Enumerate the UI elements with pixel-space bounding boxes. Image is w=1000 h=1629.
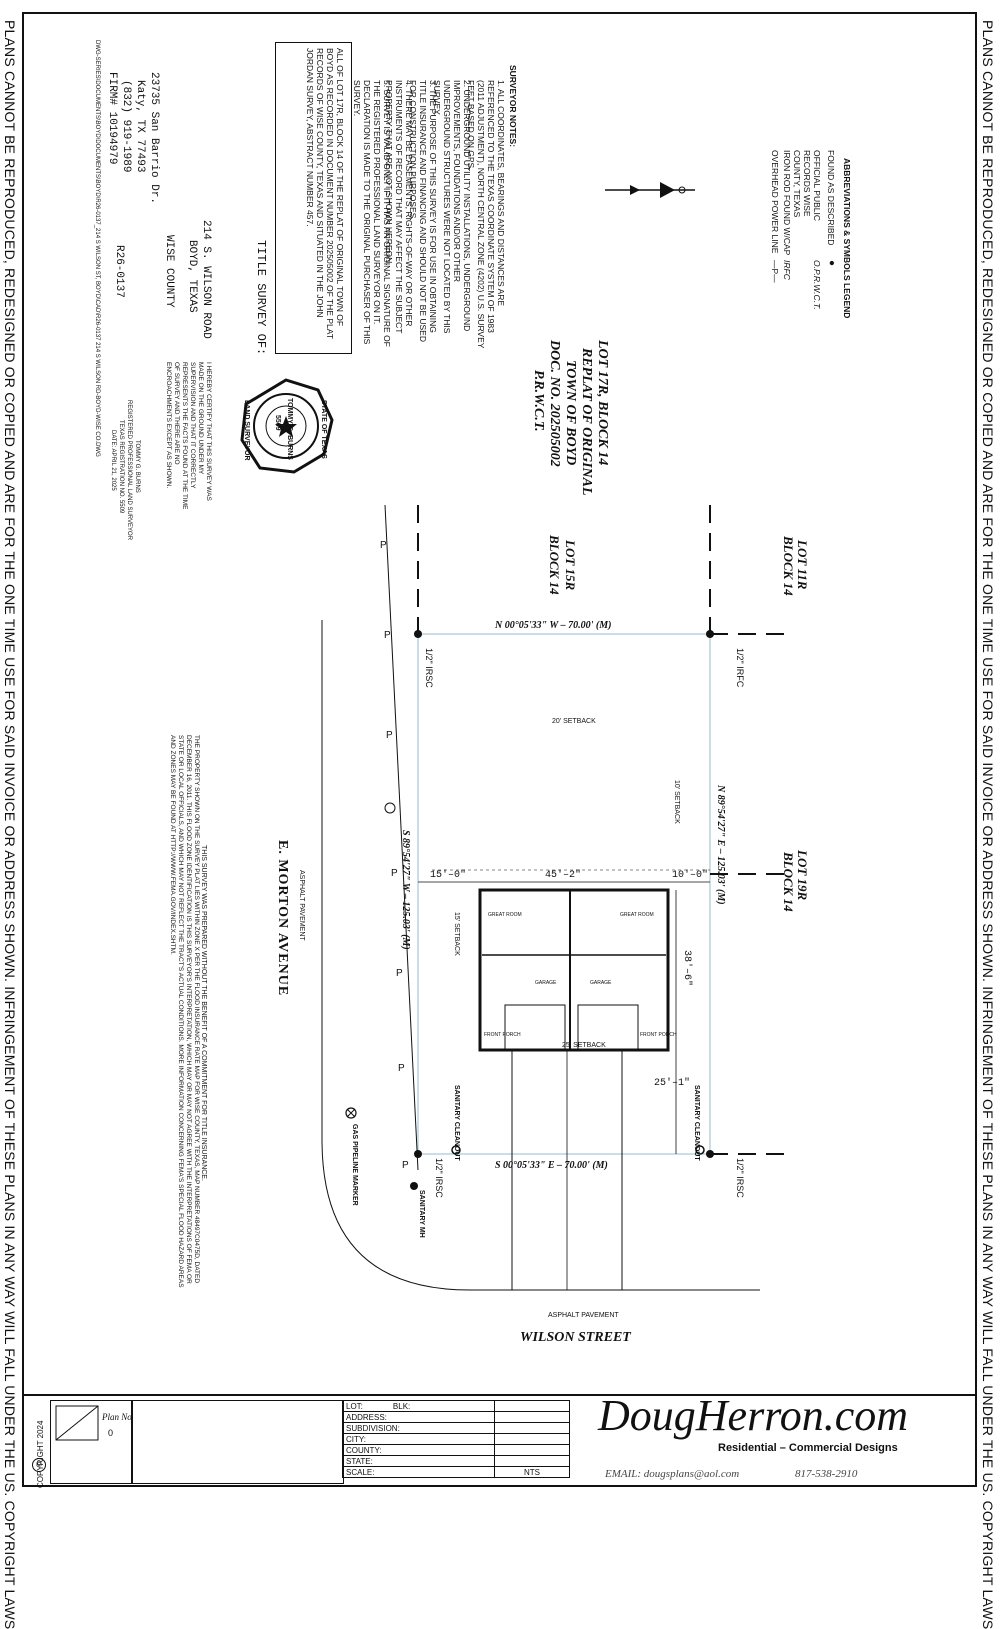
triangle-icon <box>55 1405 99 1441</box>
commitment-note: THIS SURVEY WAS PREPARED WITHOUT THE BEN… <box>200 845 207 1181</box>
dimension-38ft: 38'–6" <box>681 950 692 987</box>
room-great-room: GREAT ROOM <box>488 912 522 918</box>
setback-20: 20' SETBACK <box>552 718 596 725</box>
dimension-45ft: 45'–2" <box>545 870 582 881</box>
room-great-room: GREAT ROOM <box>620 912 654 918</box>
field-lot: LOT: <box>346 1401 363 1411</box>
field-state: STATE: <box>342 1455 495 1467</box>
corner-label-tl: 1/2" IRSC <box>424 648 434 688</box>
copyright-label: COPYRIGHT 2024 <box>36 1420 45 1488</box>
street-wilson-street: WILSON STREET <box>520 1330 631 1345</box>
north-arrow-icon <box>605 182 695 198</box>
copyright-icon: © <box>32 1458 46 1472</box>
notes-box <box>132 1400 344 1484</box>
contact-phone: 817-538-2910 <box>795 1468 858 1480</box>
flood-zone-note: THE PROPERTY SHOWN ON THE SURVEY PLAT LI… <box>169 735 200 1288</box>
brand-tagline: Residential – Commercial Designs <box>718 1442 898 1454</box>
lot-15r: LOT 15R <box>563 540 578 591</box>
sanitary-cleanout-right: SANITARY CLEANOUT <box>693 1085 700 1161</box>
setback-25: 25' SETBACK <box>562 1042 606 1049</box>
power-line-label: P <box>396 968 403 979</box>
corner-label-bl: 1/2" IRSC <box>434 1158 444 1198</box>
room-front-porch: FRONT PORCH <box>640 1032 677 1038</box>
dimension-25ft: 25'–1" <box>654 1078 691 1089</box>
bearing-left: S 89°54'27" W – 125.03' (M) <box>400 830 411 950</box>
setback-10: 10' SETBACK <box>673 780 680 824</box>
plan-no-value: 0 <box>108 1428 114 1438</box>
surveyor-seal-icon <box>240 378 334 474</box>
drawing-sheet <box>22 12 977 1487</box>
bearing-right: N 89°54'27" E – 125.03' (M) <box>715 785 726 905</box>
lot-11r: LOT 11R <box>795 540 810 590</box>
sanitary-manhole: SANITARY MH <box>418 1190 425 1238</box>
sanitary-cleanout-left: SANITARY CLEANOUT <box>453 1085 460 1161</box>
property-boundary <box>417 633 711 1155</box>
power-line-label: P <box>380 540 387 551</box>
room-garage: GARAGE <box>535 980 557 986</box>
bearing-top: N 00°05'33" W – 70.00' (M) <box>495 620 612 631</box>
setback-15: 15' SETBACK <box>453 912 460 956</box>
lot-19r: LOT 19R <box>795 850 810 901</box>
street-e-morton-avenue: E. MORTON AVENUE <box>275 840 290 997</box>
field-city: CITY: <box>342 1433 495 1445</box>
lot-15r-block: BLOCK 14 <box>547 535 562 595</box>
scale-value: NTS <box>494 1466 570 1478</box>
power-line-label: P <box>391 868 398 879</box>
title-survey-box <box>275 42 352 354</box>
bearing-bottom: S 00°05'33" E – 70.00' (M) <box>495 1160 608 1171</box>
lot-11r-block: BLOCK 14 <box>781 536 796 596</box>
gas-pipeline-marker: GAS PIPELINE MARKER <box>351 1124 358 1206</box>
corner-label-tr: 1/2" IRFC <box>735 648 745 688</box>
pavement-label-left: ASPHALT PAVEMENT <box>298 870 305 941</box>
field-county: COUNTY: <box>342 1444 495 1456</box>
room-garage: GARAGE <box>590 980 612 986</box>
plan-number-box <box>50 1400 132 1484</box>
contact-email: EMAIL: dougsplans@aol.com <box>605 1468 740 1480</box>
house-footprint <box>478 888 670 1052</box>
title-block <box>22 1394 977 1489</box>
field-subdivision: SUBDIVISION: <box>342 1422 495 1434</box>
dimension-10ft: 10'–0" <box>672 870 709 881</box>
plat-drawing <box>321 504 790 1291</box>
power-line-label: P <box>384 630 391 641</box>
dimension-15ft: 15'–0" <box>430 870 467 881</box>
room-front-porch: FRONT PORCH <box>484 1032 521 1038</box>
field-scale: SCALE: <box>342 1466 495 1478</box>
plan-no-label: Plan No <box>102 1412 132 1422</box>
pavement-label-bottom: ASPHALT PAVEMENT <box>548 1312 619 1319</box>
power-line-label: P <box>398 1063 405 1074</box>
power-line-label: P <box>386 730 393 741</box>
field-blk: BLK: <box>392 1401 411 1411</box>
brand-logo: DougHerron.com <box>598 1391 908 1440</box>
lot-19r-block: BLOCK 14 <box>781 852 796 912</box>
title-block-table: LOT: BLK: ADDRESS: SUBDIVISION: CITY: COU… <box>342 1400 570 1478</box>
corner-label-br: 1/2" IRSC <box>735 1158 745 1198</box>
power-line-label: P <box>402 1160 409 1171</box>
field-address: ADDRESS: <box>342 1411 495 1423</box>
